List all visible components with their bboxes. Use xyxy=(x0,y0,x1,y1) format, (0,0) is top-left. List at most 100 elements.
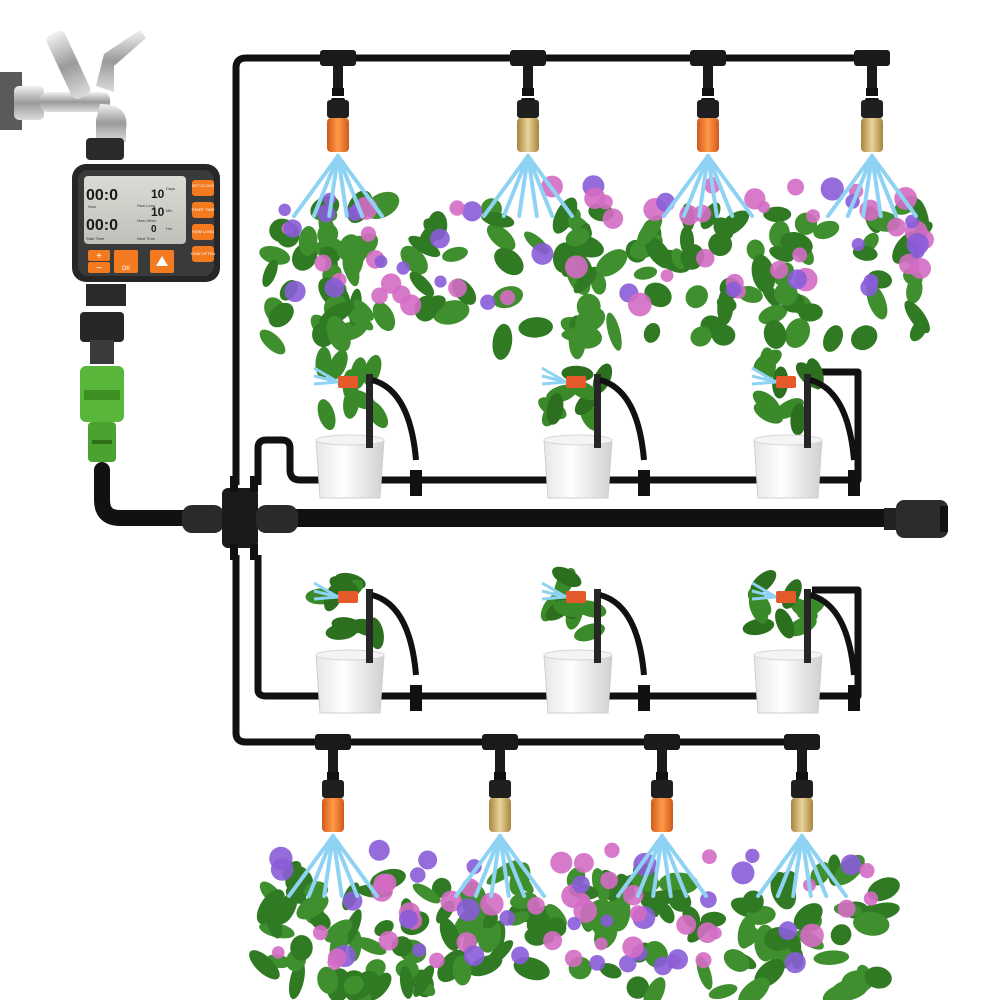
hydrangea-flower xyxy=(604,842,620,858)
leaf xyxy=(365,972,392,1000)
leaf xyxy=(412,883,441,904)
water-spray xyxy=(489,834,502,898)
hydrangea-flower xyxy=(480,294,496,310)
leaf xyxy=(633,266,658,280)
water-spray xyxy=(454,834,502,898)
hydrangea-flower xyxy=(589,954,606,971)
plant-leaf xyxy=(748,593,769,624)
minus-button[interactable]: − xyxy=(88,262,110,274)
water-spray xyxy=(517,154,530,218)
drip-stake xyxy=(804,374,811,448)
water-spray xyxy=(635,834,664,898)
hydrangea-flower xyxy=(429,952,445,969)
manual-water-button[interactable] xyxy=(150,250,174,273)
leaf xyxy=(864,966,892,989)
hydrangea-flower xyxy=(806,209,820,224)
barbed-tee xyxy=(410,685,422,711)
hydrangea-flower xyxy=(619,954,637,973)
hydrangea-flower xyxy=(543,931,563,951)
leaf xyxy=(326,316,351,352)
hydrangea-flower xyxy=(667,949,688,970)
hydrangea-flower xyxy=(863,273,879,289)
end-cap xyxy=(884,500,948,538)
water-spray xyxy=(706,154,754,218)
hydrangea-flower xyxy=(511,946,530,965)
leaf xyxy=(268,302,294,328)
water-spray xyxy=(800,834,829,898)
ok-button[interactable]: OK xyxy=(114,250,138,273)
start-time-label: START TIME xyxy=(191,207,215,212)
hydrangea-flower xyxy=(840,854,862,876)
water-spray xyxy=(800,834,813,898)
hydrangea-flower xyxy=(778,921,798,940)
leaf xyxy=(784,318,811,348)
water-spray xyxy=(751,380,777,386)
hydrangea-flower xyxy=(905,214,919,229)
barbed-tee xyxy=(638,470,650,496)
water-spray xyxy=(306,834,335,898)
leaf xyxy=(679,226,695,256)
orange-mist-nozzle xyxy=(322,798,344,832)
leaf xyxy=(573,266,599,294)
leaf xyxy=(685,285,708,309)
plant-leaf xyxy=(753,349,782,372)
how-long-button[interactable]: HOW LONG xyxy=(192,224,214,240)
drip-stake xyxy=(366,589,373,663)
hydrangea-flower xyxy=(910,257,932,279)
hydrangea-flower xyxy=(378,930,399,951)
hydrangea-flower xyxy=(324,277,345,298)
hydrangea-flower xyxy=(784,951,806,974)
leaf xyxy=(561,328,595,342)
hydrangea-flower xyxy=(859,863,875,879)
drip-stake xyxy=(594,589,601,663)
hose-adapter xyxy=(80,312,124,462)
label-how-often: How Often xyxy=(137,218,156,223)
hydrangea-flower xyxy=(284,280,306,302)
water-spray xyxy=(331,834,360,898)
water-spray xyxy=(651,834,664,898)
water-spray xyxy=(845,154,874,218)
leaf xyxy=(830,924,852,946)
hydrangea-flower xyxy=(480,892,504,916)
how-often-button[interactable]: HOW OFTEN xyxy=(191,246,216,262)
start-time-button[interactable]: START TIME xyxy=(191,202,215,218)
hydrangea-flower xyxy=(697,922,718,944)
hydrangea-flower xyxy=(564,255,588,279)
water-spray xyxy=(660,834,689,898)
hydrangea-flower xyxy=(463,945,485,966)
hydrangea-flower xyxy=(731,861,755,885)
hydrangea-flower xyxy=(434,275,447,288)
hydrangea-flower xyxy=(695,952,712,969)
hydrangea-flower xyxy=(660,269,674,283)
plant-leaf xyxy=(775,608,795,639)
barbed-tee xyxy=(410,470,422,496)
leaf xyxy=(413,964,435,997)
water-spray xyxy=(791,834,804,898)
plant-leaf xyxy=(325,623,358,640)
plus-button[interactable]: + xyxy=(88,250,110,262)
hydrangea-flower xyxy=(314,254,332,272)
set-clock-button[interactable]: SET CLOCK xyxy=(192,180,215,196)
water-spray xyxy=(498,834,546,898)
hydrangea-flower xyxy=(622,936,644,958)
leaf xyxy=(298,226,318,256)
leaf xyxy=(262,259,278,287)
water-spray xyxy=(662,154,710,218)
hydrangea-flower xyxy=(567,916,581,931)
water-spray xyxy=(482,154,530,218)
plant-leaf xyxy=(753,402,783,424)
leaf xyxy=(324,919,353,943)
water-spray xyxy=(331,834,379,898)
leaf xyxy=(439,918,460,951)
timer-lcd-screen xyxy=(84,176,186,244)
drip-stake xyxy=(804,589,811,663)
hydrangea-flower xyxy=(550,851,573,874)
orange-mist-nozzle xyxy=(327,118,349,152)
water-spray xyxy=(336,154,384,218)
hydrangea-flower xyxy=(462,201,483,222)
hydrangea-flower xyxy=(342,891,363,911)
leaf xyxy=(494,247,524,276)
water-spray xyxy=(870,154,883,218)
water-spray xyxy=(826,154,874,218)
leaf xyxy=(415,295,446,317)
